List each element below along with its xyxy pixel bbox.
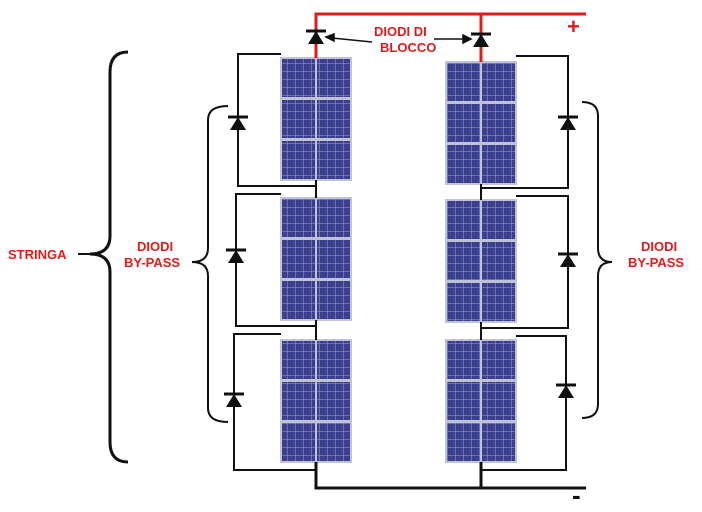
solar-module	[280, 339, 352, 463]
blocking-diode-arrows	[324, 32, 473, 45]
blocking-diodes-label: DIODI DI BLOCCO	[374, 24, 436, 56]
solar-module	[280, 197, 352, 321]
solar-module	[445, 61, 517, 185]
blocking-label-line2: BLOCCO	[380, 40, 437, 55]
positive-terminal-label: +	[567, 14, 580, 39]
bypass-label-right-line1: DIODI	[640, 239, 678, 254]
solar-module	[445, 339, 517, 463]
bypass-diode	[228, 115, 248, 130]
left-string-modules	[280, 57, 352, 463]
negative-bus	[314, 462, 586, 490]
negative-terminal-label: -	[572, 480, 581, 510]
solar-module	[280, 57, 352, 181]
bypass-diode	[558, 252, 578, 267]
blocking-diode-left	[306, 29, 326, 44]
blocking-label-line1: DIODI DI	[374, 24, 427, 39]
bypass-brace-left	[191, 105, 229, 423]
bypass-diode	[556, 383, 576, 398]
blocking-diode-right	[471, 32, 491, 47]
series-interconnects	[315, 180, 482, 340]
right-string-modules	[445, 61, 517, 463]
bypass-diode	[226, 248, 246, 263]
bypass-label-left-line1: DIODI	[136, 239, 174, 254]
bypass-label-right-line2: BY-PASS	[628, 255, 685, 270]
string-label: STRINGA	[8, 247, 67, 262]
string-brace	[89, 50, 129, 464]
bypass-label-right: DIODI BY-PASS	[628, 239, 684, 271]
bypass-diode	[558, 115, 578, 130]
bypass-diode	[224, 392, 244, 407]
positive-bus	[314, 12, 586, 62]
bypass-label-left-line2: BY-PASS	[124, 255, 181, 270]
bypass-brace-right	[581, 101, 613, 419]
solar-module	[445, 199, 517, 323]
bypass-label-left: DIODI BY-PASS	[124, 239, 180, 271]
